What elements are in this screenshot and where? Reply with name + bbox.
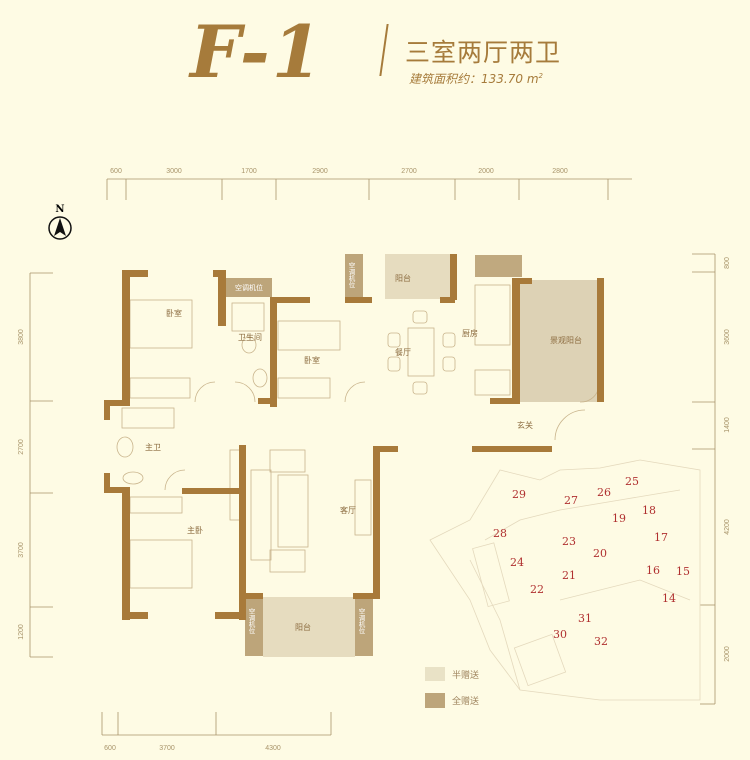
compass-label: N (55, 204, 64, 215)
building-30: 30 (553, 628, 567, 641)
ac-unit-sw-fill (245, 598, 263, 656)
gifted-areas (226, 254, 598, 657)
balcony-south-fill (263, 597, 355, 657)
area-unit: m (526, 72, 539, 86)
dim-top-5: 2700 (401, 168, 417, 175)
room-balcony-north: 阳台 (395, 273, 411, 283)
legend-swatch-full (425, 693, 445, 708)
room-ac-unit-top: 空调机位 (235, 283, 263, 292)
dim-left-3: 3700 (18, 542, 25, 558)
area-label: 建筑面积约：133.70 m2 (409, 70, 543, 87)
ac-unit-vertical-labels: 空调机位 空调机位 空调机位 (247, 261, 365, 635)
room-ac-unit-sw: 空调机位 (247, 607, 255, 635)
balcony-north-fill (385, 254, 451, 299)
building-18: 18 (642, 504, 656, 517)
room-labels: 卧室 卫生间 卧室 餐厅 厨房 景观阳台 玄关 主卫 客厅 主卧 阳台 阳台 空… (145, 273, 582, 632)
room-bedroom-nw: 卧室 (166, 308, 182, 318)
room-bedroom-n: 卧室 (304, 355, 320, 365)
building-28: 28 (493, 527, 507, 540)
area-value: 建筑面积约：133.70 (409, 72, 523, 86)
site-plan-numbers: 29 27 26 25 18 19 28 23 17 24 20 16 15 2… (493, 475, 690, 648)
building-19: 19 (612, 512, 626, 525)
room-kitchen: 厨房 (462, 328, 478, 338)
ac-unit-top-fill (226, 278, 272, 297)
building-27: 27 (564, 494, 578, 507)
building-16: 16 (646, 564, 660, 577)
kitchen-counter (474, 284, 511, 346)
sofa (250, 469, 272, 561)
room-scenic-balcony: 景观阳台 (550, 335, 582, 345)
room-dining: 餐厅 (395, 348, 411, 357)
dim-bottom-2: 3700 (159, 745, 175, 752)
building-23: 23 (562, 535, 576, 548)
building-31: 31 (578, 612, 592, 625)
room-living: 客厅 (340, 505, 356, 515)
unit-type-title: F-1 (190, 9, 324, 94)
building-17: 17 (654, 531, 668, 544)
building-22: 22 (530, 583, 544, 596)
scenic-balcony-fill (520, 280, 598, 402)
dim-top-4: 2900 (312, 168, 328, 175)
dim-right-4: 4200 (724, 519, 731, 535)
bed-nw (129, 299, 193, 349)
bathtub (121, 407, 175, 429)
ac-unit-north-fill (345, 254, 363, 298)
room-ac-unit-north: 空调机位 (347, 261, 355, 289)
layout-label: 三室两厅两卫 (405, 38, 562, 67)
legend: 半赠送 全赠送 (425, 667, 479, 708)
storage-shelf (229, 449, 241, 521)
building-21: 21 (562, 569, 576, 582)
ac-strip-fill (475, 255, 522, 277)
dim-left-2: 2700 (18, 439, 25, 455)
legend-label-full: 全赠送 (452, 695, 479, 707)
dim-bottom-1: 600 (104, 745, 116, 752)
tv-cabinet (354, 479, 372, 536)
building-14: 14 (662, 592, 676, 605)
area-unit-sup: 2 (538, 72, 543, 80)
building-29: 29 (512, 488, 526, 501)
legend-swatch-half (425, 667, 445, 681)
room-balcony-south: 阳台 (295, 622, 311, 632)
room-master-bath: 主卫 (145, 442, 161, 452)
legend-label-half: 半赠送 (452, 669, 479, 681)
dim-top-1: 600 (110, 168, 122, 175)
room-bathroom: 卫生间 (238, 332, 262, 342)
dim-top-7: 2800 (552, 168, 568, 175)
ac-unit-se-fill (355, 598, 373, 656)
room-master-bedroom: 主卧 (187, 525, 203, 535)
room-entrance: 玄关 (517, 420, 533, 430)
dim-left-1: 3800 (18, 329, 25, 345)
site-plan-outline (429, 459, 701, 701)
dim-left-4: 1200 (18, 624, 25, 640)
dim-top-2: 3000 (166, 168, 182, 175)
building-26: 26 (597, 486, 611, 499)
dim-right-2: 3600 (724, 329, 731, 345)
dim-right-3: 1400 (724, 417, 731, 433)
bed-master (129, 539, 193, 589)
bed-n (277, 320, 341, 351)
wardrobe-master (129, 496, 183, 514)
north-compass-icon: N (48, 204, 72, 240)
building-25: 25 (625, 475, 639, 488)
wardrobe-n (277, 377, 331, 399)
dim-top-6: 2000 (478, 168, 494, 175)
building-32: 32 (594, 635, 608, 648)
dimension-lines (29, 178, 716, 736)
shower (231, 302, 265, 332)
dim-top-3: 1700 (241, 168, 257, 175)
walls (104, 254, 604, 620)
dim-right-5: 2000 (724, 646, 731, 662)
building-24: 24 (510, 556, 524, 569)
wardrobe-nw (129, 377, 191, 399)
dim-right-1: 800 (724, 257, 731, 269)
building-20: 20 (593, 547, 607, 560)
dining-table (407, 327, 435, 377)
room-ac-unit-se: 空调机位 (357, 607, 365, 635)
building-15: 15 (676, 565, 690, 578)
dim-bottom-3: 4300 (265, 745, 281, 752)
dimension-labels: 600 3000 1700 2900 2700 2000 2800 600 37… (18, 168, 731, 752)
coffee-table (277, 474, 309, 548)
